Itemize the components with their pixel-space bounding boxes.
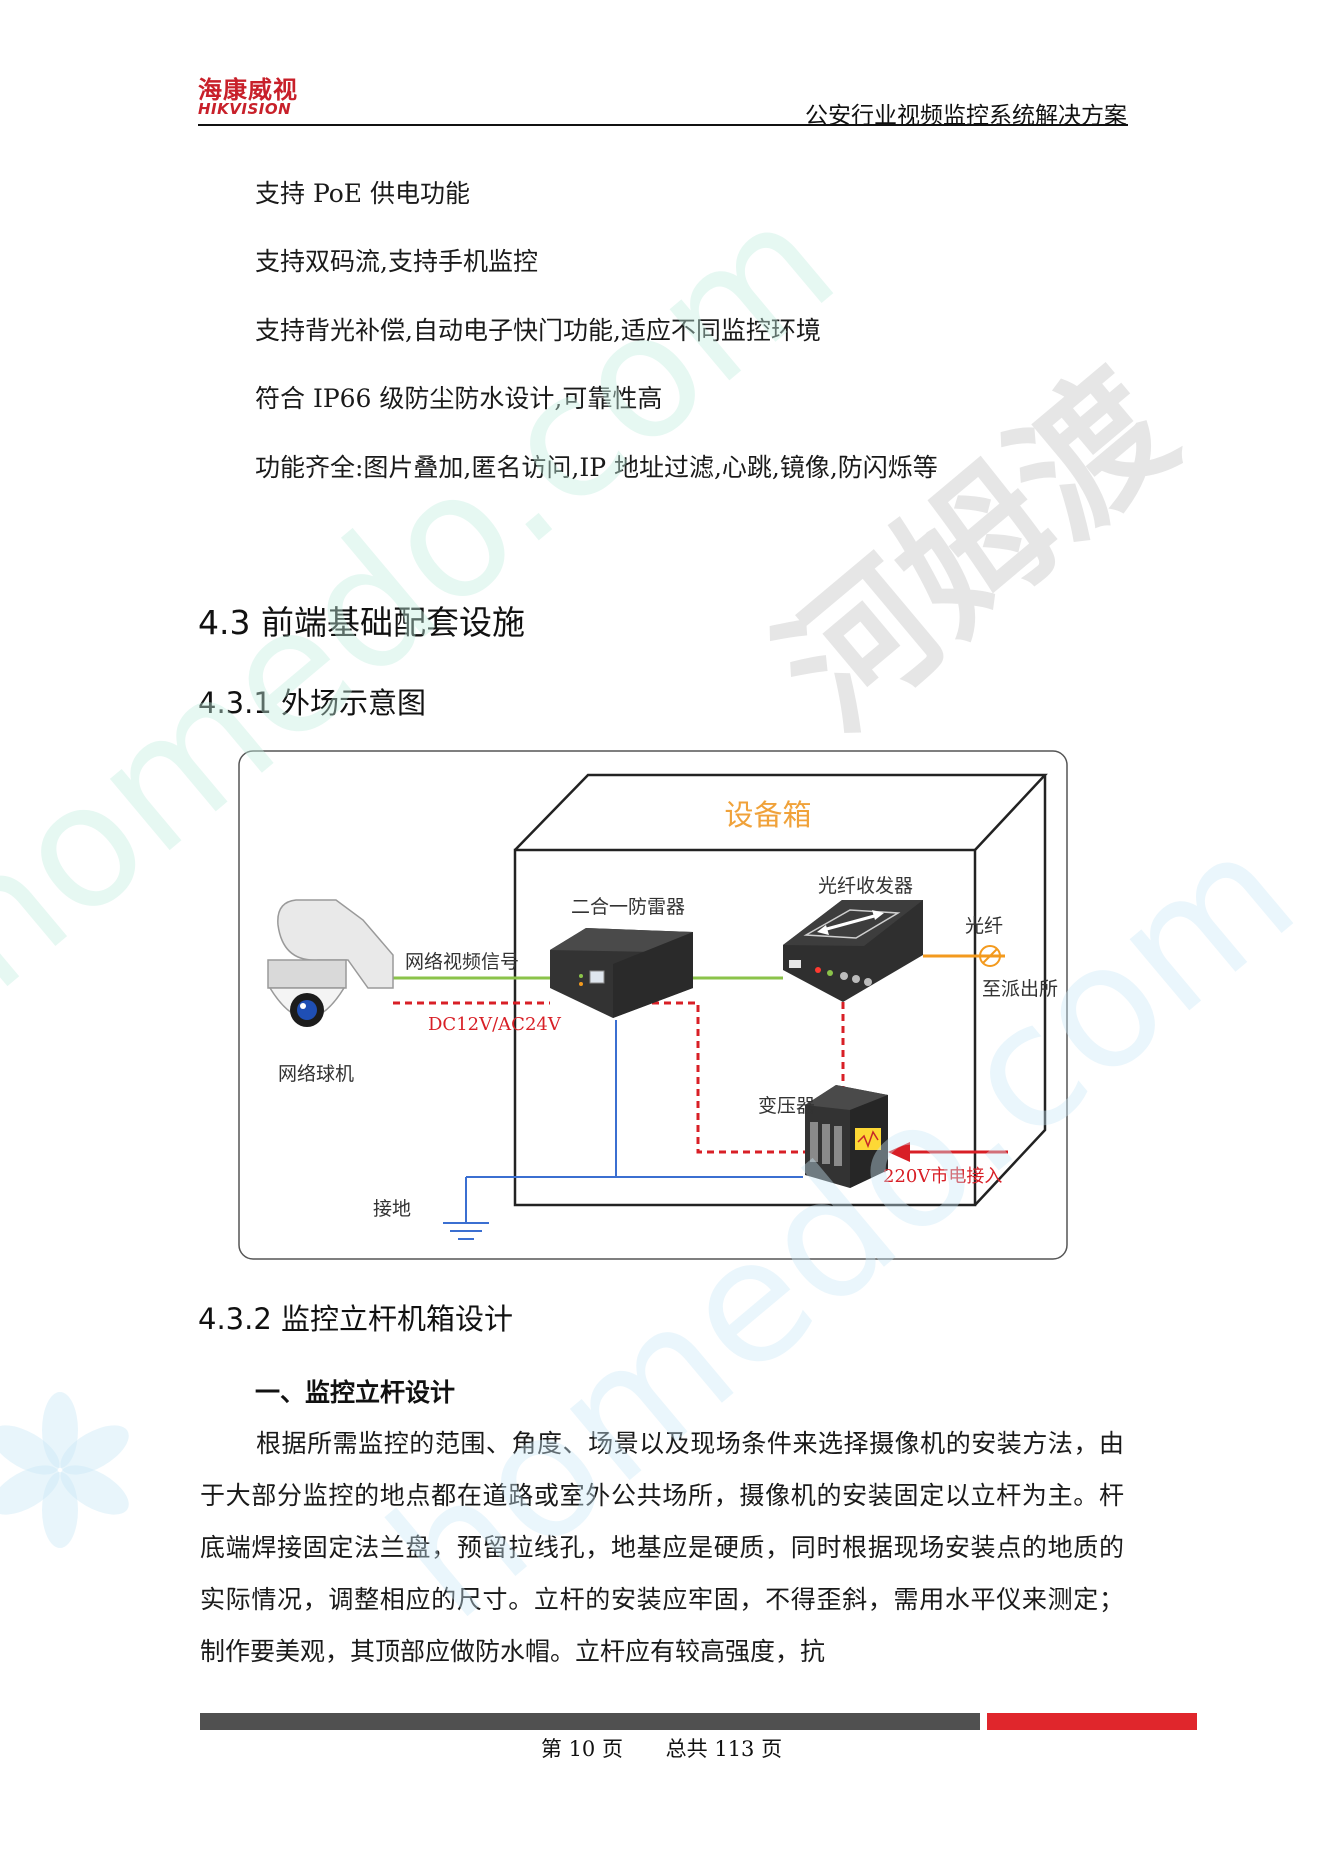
surge-protector-label: 二合一防雷器 — [571, 896, 685, 918]
page-current: 第 10 页 — [540, 1737, 623, 1761]
power-label: DC12V/AC24V — [428, 1014, 562, 1035]
subsection-heading-4-3-2: 4.3.2 监控立杆机箱设计 — [198, 1302, 514, 1336]
logo-cn: 海康威视 — [198, 76, 298, 104]
footer-bar-red — [987, 1713, 1197, 1730]
power-line — [393, 1001, 845, 1154]
mains-label: 220V市电接入 — [883, 1166, 1002, 1187]
fiber-transceiver-label: 光纤收发器 — [818, 875, 913, 897]
watermark-flower-icon — [0, 1392, 129, 1548]
dome-camera-icon — [267, 899, 394, 1027]
to-station-label: 至派出所 — [982, 978, 1058, 1000]
page-total: 总共 113 页 — [665, 1737, 783, 1761]
feature-line: 支持背光补偿,自动电子快门功能,适应不同监控环境 — [255, 316, 821, 345]
feature-line: 符合 IP66 级防尘防水设计,可靠性高 — [255, 384, 663, 413]
ground-symbol — [443, 1222, 489, 1240]
subheading-pole-design: 一、监控立杆设计 — [255, 1378, 456, 1407]
mains-arrow-icon — [888, 1142, 910, 1162]
box-title: 设备箱 — [724, 798, 811, 832]
transformer-label: 变压器 — [758, 1095, 815, 1117]
page-number: 第 10 页 总共 113 页 — [0, 1733, 1323, 1763]
transformer-icon — [805, 1085, 888, 1188]
logo-en: HIKVISION — [198, 100, 292, 118]
feature-line: 支持 PoE 供电功能 — [255, 179, 471, 208]
field-diagram: 设备箱 — [238, 750, 1068, 1260]
fiber-label: 光纤 — [965, 915, 1003, 937]
header-divider — [198, 124, 1128, 126]
ground-wire — [465, 1020, 803, 1222]
body-paragraph: 根据所需监控的范围、角度、场景以及现场条件来选择摄像机的安装方法，由于大部分监控… — [200, 1429, 1124, 1666]
section-heading-4-3: 4.3 前端基础配套设施 — [198, 603, 525, 642]
equipment-box — [513, 773, 1048, 1207]
camera-label: 网络球机 — [278, 1063, 354, 1085]
fiber-connector-icon — [979, 945, 1001, 967]
net-signal-label: 网络视频信号 — [405, 951, 519, 973]
subsection-heading-4-3-1: 4.3.1 外场示意图 — [198, 686, 427, 720]
feature-line: 功能齐全:图片叠加,匿名访问,IP 地址过滤,心跳,镜像,防闪烁等 — [255, 453, 938, 482]
surge-protector-icon — [550, 928, 693, 1018]
ground-label: 接地 — [373, 1198, 411, 1220]
fiber-transceiver-icon — [783, 900, 923, 1002]
feature-line: 支持双码流,支持手机监控 — [255, 247, 538, 276]
footer-bar-gray — [200, 1713, 980, 1730]
watermark-cn: 河姆渡 — [749, 340, 1206, 763]
